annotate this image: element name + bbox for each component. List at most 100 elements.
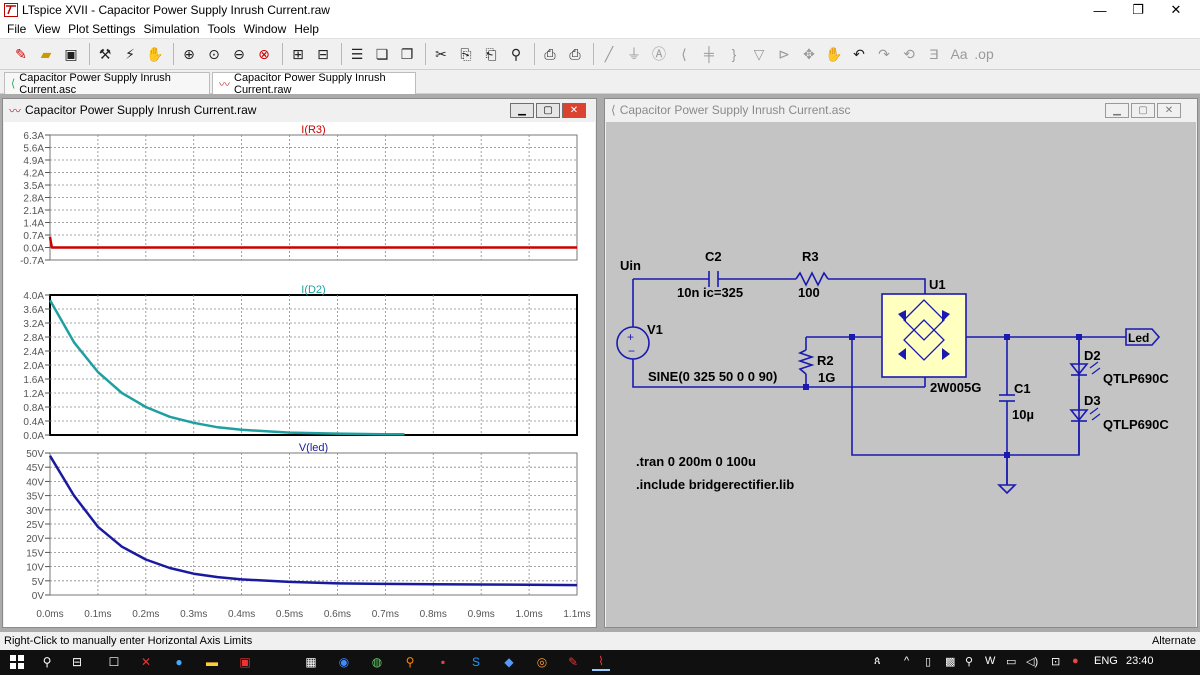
c1-label[interactable]: C1 (1014, 381, 1031, 396)
menu-plot-settings[interactable]: Plot Settings (68, 22, 136, 36)
app-icon[interactable]: ✎ (567, 655, 579, 669)
resistor-icon[interactable]: ⟨ (681, 45, 687, 62)
v1-label[interactable]: V1 (647, 322, 663, 337)
r3-value[interactable]: 100 (798, 285, 820, 300)
app-icon[interactable]: ◉ (338, 655, 350, 669)
waveform-maximize-button[interactable]: ▢ (536, 103, 560, 118)
language-indicator[interactable]: ENG (1094, 655, 1118, 667)
schematic-canvas[interactable]: + − (606, 122, 1196, 627)
diode-icon[interactable]: ▽ (753, 45, 765, 62)
tray-app-icon[interactable]: ▩ (945, 656, 956, 668)
menu-tools[interactable]: Tools (207, 22, 236, 36)
u1-part[interactable]: 2W005G (930, 380, 981, 395)
waveform-minimize-button[interactable]: ▁ (510, 103, 534, 118)
browser-icon[interactable]: ◎ (536, 655, 548, 669)
restore-button[interactable]: ❐ (1132, 2, 1144, 17)
waveform-close-button[interactable]: ✕ (562, 103, 586, 118)
app-icon[interactable]: ▣ (239, 655, 251, 669)
calculator-icon[interactable]: ▦ (305, 655, 317, 669)
search-icon[interactable]: ⚲ (42, 655, 52, 669)
net-label-uin[interactable]: Uin (620, 258, 641, 273)
tile-vertical-icon[interactable]: ❐ (400, 45, 414, 62)
c2-value[interactable]: 10n ic=325 (677, 285, 743, 300)
menu-simulation[interactable]: Simulation (143, 22, 200, 36)
find-icon[interactable]: ⚲ (510, 45, 522, 62)
c2-label[interactable]: C2 (705, 249, 722, 264)
mirror-icon[interactable]: Ǝ (929, 46, 939, 62)
d3-part[interactable]: QTLP690C (1103, 417, 1169, 432)
volume-icon[interactable]: ◁) (1026, 656, 1039, 668)
inductor-icon[interactable]: } (731, 46, 737, 62)
waveform-window[interactable]: 〰 Capacitor Power Supply Inrush Current.… (2, 98, 597, 628)
print-icon[interactable]: ⎙ (569, 45, 581, 62)
tab-schematic[interactable]: ⟨ Capacitor Power Supply Inrush Current.… (4, 72, 210, 96)
close-button[interactable]: ✕ (1170, 2, 1182, 17)
text-icon[interactable]: Aa (950, 46, 968, 62)
menu-view[interactable]: View (34, 22, 61, 36)
bridge-rectifier-u1[interactable] (881, 293, 967, 378)
zoom-out-icon[interactable]: ⊖ (233, 45, 245, 62)
include-directive[interactable]: .include bridgerectifier.lib (636, 477, 794, 492)
net-label-led[interactable] (1125, 328, 1161, 346)
battery-icon[interactable]: ▯ (925, 656, 932, 668)
tray-app-icon[interactable]: ● (1072, 655, 1079, 667)
copy-icon[interactable]: ⎘ (460, 45, 472, 62)
tray-expand-icon[interactable]: ^ (904, 655, 910, 667)
app-icon[interactable]: ● (175, 655, 183, 669)
r2-value[interactable]: 1G (818, 370, 835, 385)
capacitor-c2[interactable] (708, 271, 719, 287)
control-panel-icon[interactable]: ⚒ (98, 45, 112, 62)
undo-icon[interactable]: ↶ (853, 45, 865, 62)
ground-icon[interactable]: ⏚ (627, 46, 641, 62)
zoom-in-icon[interactable]: ⊕ (183, 45, 195, 62)
notification-icon[interactable]: ⊡ (1051, 656, 1061, 668)
waveform-plot-area[interactable]: 6.3A5.6A4.9A4.2A3.5A2.8A2.1A1.4A0.7A0.0A… (4, 122, 595, 627)
clock[interactable]: 23:40 (1126, 655, 1154, 667)
tray-app-icon[interactable]: W (985, 655, 996, 667)
spice-directive-icon[interactable]: .op (974, 46, 994, 62)
label-net-icon[interactable]: Ⓐ (652, 46, 666, 62)
file-explorer-icon[interactable]: ▬ (206, 655, 218, 669)
drag-icon[interactable]: ✋ (825, 45, 843, 62)
fft-icon[interactable]: ⊟ (317, 45, 329, 62)
redo-icon[interactable]: ↷ (878, 45, 890, 62)
app-icon[interactable]: ☐ (108, 655, 120, 669)
tray-search-icon[interactable]: ⚲ (965, 656, 974, 668)
print-preview-icon[interactable]: ⎙ (544, 45, 556, 62)
app-icon[interactable]: ▪ (440, 655, 446, 669)
d2-label[interactable]: D2 (1084, 348, 1101, 363)
tab-waveform[interactable]: 〰 Capacitor Power Supply Inrush Current.… (212, 72, 416, 96)
tile-horizontal-icon[interactable]: ☰ (350, 45, 364, 62)
people-icon[interactable]: ጰ (874, 655, 881, 667)
schematic-maximize-button[interactable]: ▢ (1131, 103, 1155, 118)
resistor-r3[interactable] (795, 271, 829, 287)
save-icon[interactable]: ▣ (64, 45, 78, 62)
app-icon[interactable]: ⚲ (405, 655, 415, 669)
schematic-close-button[interactable]: ✕ (1157, 103, 1181, 118)
wire-icon[interactable]: ╱ (604, 45, 614, 62)
menu-window[interactable]: Window (243, 22, 287, 36)
minimize-button[interactable]: — (1093, 2, 1107, 18)
r3-label[interactable]: R3 (802, 249, 819, 264)
open-icon[interactable]: ▰ (40, 45, 52, 62)
new-schematic-icon[interactable]: ✎ (15, 45, 27, 62)
c1-value[interactable]: 10µ (1012, 407, 1034, 422)
cancel-zoom-icon[interactable]: ⊗ (258, 45, 270, 62)
voltage-source-v1[interactable]: + − (616, 326, 650, 360)
ltspice-taskbar-icon[interactable]: ⌇ (592, 653, 610, 671)
cascade-icon[interactable]: ❏ (375, 45, 389, 62)
menu-help[interactable]: Help (294, 22, 319, 36)
run-icon[interactable]: ⚡ (125, 45, 135, 62)
paste-icon[interactable]: ⎗ (485, 45, 497, 62)
network-icon[interactable]: ▭ (1006, 656, 1017, 668)
skype-icon[interactable]: S (471, 655, 480, 669)
capacitor-icon[interactable]: ╪ (704, 46, 714, 62)
u1-label[interactable]: U1 (929, 277, 946, 292)
move-icon[interactable]: ✥ (803, 45, 815, 62)
ground-symbol[interactable] (997, 484, 1017, 495)
schematic-window[interactable]: ⟨ Capacitor Power Supply Inrush Current.… (604, 98, 1198, 628)
r2-label[interactable]: R2 (817, 353, 834, 368)
app-icon[interactable]: ✕ (140, 655, 152, 669)
capacitor-c1[interactable] (999, 388, 1015, 406)
rotate-icon[interactable]: ⟲ (903, 45, 915, 62)
